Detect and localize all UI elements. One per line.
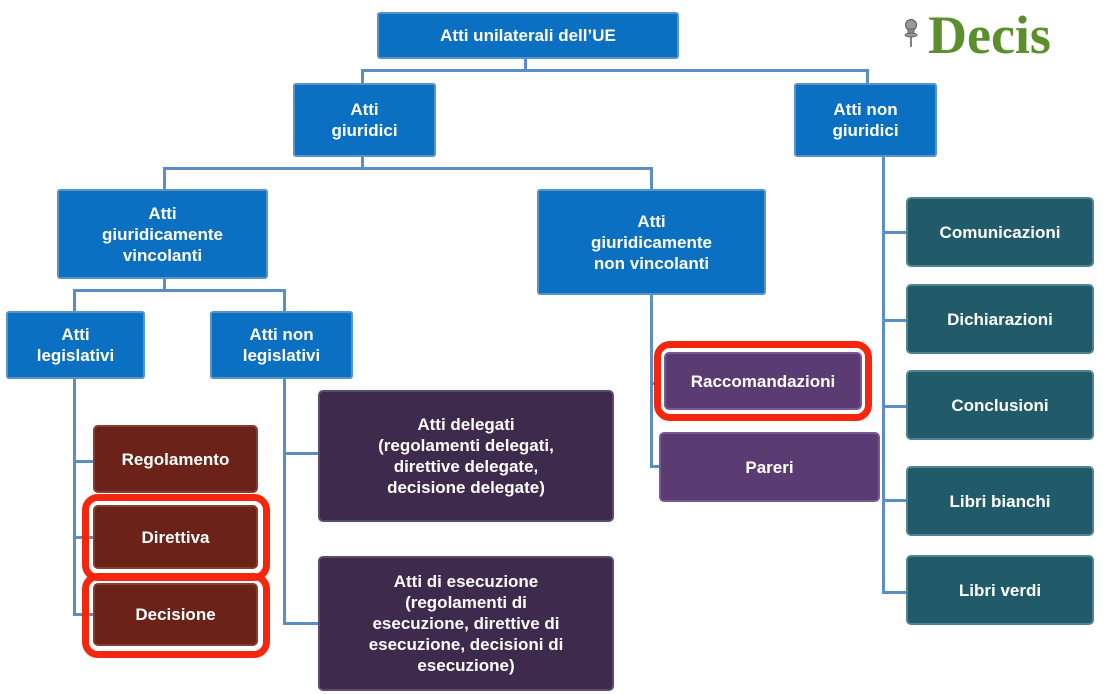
node-dichiarazioni: Dichiarazioni — [906, 284, 1094, 354]
node-direttiva: Direttiva — [93, 505, 258, 569]
node-regolamento: Regolamento — [93, 425, 258, 493]
node-atti-non-legislativi: Atti non legislativi — [210, 311, 353, 379]
node-atti-legislativi: Atti legislativi — [6, 311, 145, 379]
highlight-raccomandazioni — [654, 341, 872, 421]
highlight-direttiva — [82, 494, 270, 581]
node-libri-verdi: Libri verdi — [906, 555, 1094, 625]
node-libri-bianchi: Libri bianchi — [906, 466, 1094, 536]
highlight-decisione — [82, 573, 270, 658]
node-atti-esecuzione: Atti di esecuzione (regolamenti di esecu… — [318, 556, 614, 691]
slide-title: Decis — [928, 5, 1051, 65]
node-conclusioni: Conclusioni — [906, 370, 1094, 440]
node-atti-vincolanti: Atti giuridicamente vincolanti — [57, 189, 268, 279]
node-decisione: Decisione — [93, 583, 258, 646]
node-raccomandazioni: Raccomandazioni — [664, 352, 862, 410]
node-comunicazioni: Comunicazioni — [906, 197, 1094, 267]
node-atti-non-giuridici: Atti non giuridici — [794, 83, 937, 157]
node-atti-non-vincolanti: Atti giuridicamente non vincolanti — [537, 189, 766, 295]
pushpin-icon — [904, 19, 918, 47]
node-atti-unilaterali: Atti unilaterali dell’UE — [377, 12, 679, 59]
node-pareri: Pareri — [659, 432, 880, 502]
node-atti-giuridici: Atti giuridici — [293, 83, 436, 157]
node-atti-delegati: Atti delegati (regolamenti delegati, dir… — [318, 390, 614, 522]
